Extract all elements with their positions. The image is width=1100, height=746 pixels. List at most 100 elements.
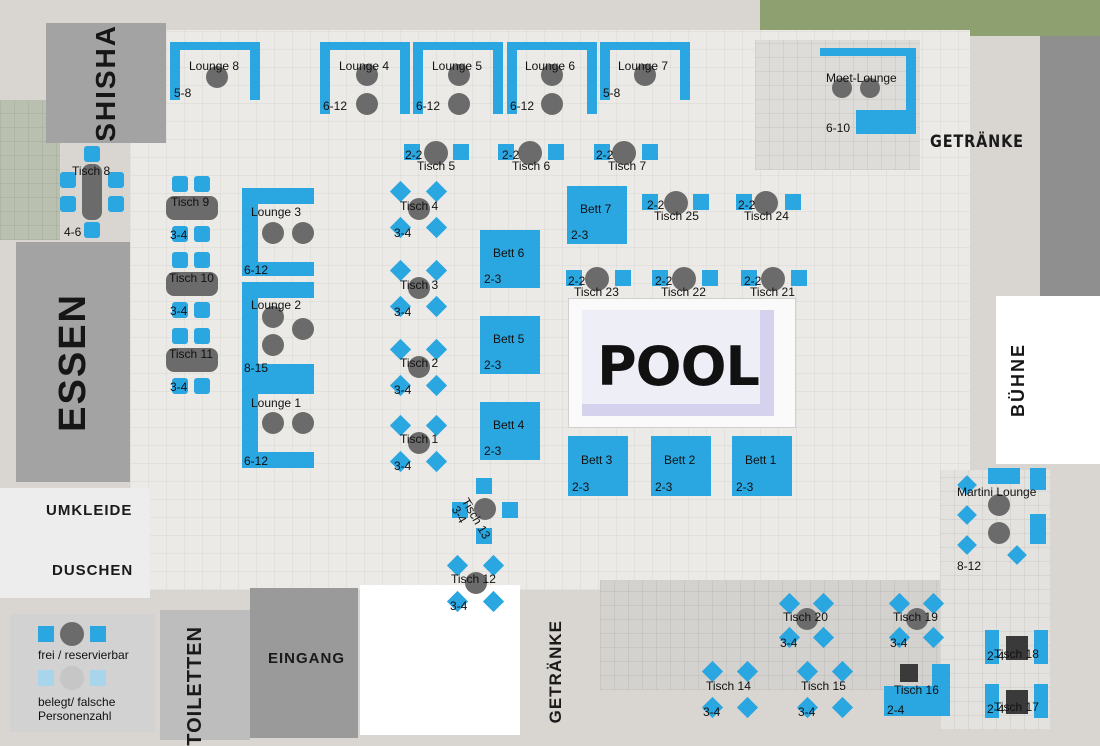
lounge-4-name: Lounge 4	[339, 59, 390, 73]
lounge-3-capacity: 6-12	[244, 263, 269, 277]
tisch-20-capacity: 3-4	[780, 636, 798, 650]
tisch-23-capacity: 2-2	[568, 274, 586, 288]
tisch-20-name: Tisch 20	[783, 610, 828, 624]
martini-lounge-capacity: 8-12	[957, 559, 982, 573]
changing-area	[0, 488, 150, 598]
tisch-22-name: Tisch 22	[661, 285, 706, 299]
lounge-4-capacity: 6-12	[323, 99, 348, 113]
moet-lounge-capacity: 6-10	[826, 121, 851, 135]
bett-3-name: Bett 3	[581, 453, 613, 467]
legend-occupied-chair-2	[90, 670, 106, 686]
pool-water-light	[582, 310, 760, 404]
tisch-25-capacity: 2-2	[647, 198, 665, 212]
tisch-7-capacity: 2-2	[596, 148, 614, 162]
tisch-24-name: Tisch 24	[744, 209, 789, 223]
bett-7-capacity: 2-3	[571, 228, 589, 242]
legend-free-table	[60, 622, 84, 646]
lounge-1-capacity: 6-12	[244, 454, 269, 468]
tisch-18-name: Tisch 18	[994, 647, 1039, 661]
entrance-roof	[250, 588, 358, 738]
tisch-11-name: Tisch 11	[169, 347, 214, 361]
bett-3[interactable]: Bett 3 2-3	[568, 436, 628, 496]
bett-4-name: Bett 4	[493, 418, 525, 432]
legend-occupied-label-2: Personenzahl	[38, 709, 112, 723]
pool-label: POOL	[597, 335, 760, 398]
lounge-2-name: Lounge 2	[251, 298, 302, 312]
lounge-5-name: Lounge 5	[432, 59, 483, 73]
buehne-label: BÜHNE	[1007, 342, 1028, 417]
tisch-7-name: Tisch 7	[608, 159, 647, 173]
tisch-9-name: Tisch 9	[171, 195, 210, 209]
bett-1-name: Bett 1	[745, 453, 777, 467]
tisch-19-capacity: 3-4	[890, 636, 908, 650]
tisch-1-capacity: 3-4	[394, 459, 412, 473]
tisch-24-capacity: 2-2	[738, 198, 756, 212]
bett-7[interactable]: Bett 7 2-3	[567, 186, 627, 244]
legend-occupied-label-1: belegt/ falsche	[38, 695, 116, 709]
legend-free-label: frei / reservierbar	[38, 648, 129, 662]
tisch-15-name: Tisch 15	[801, 679, 846, 693]
tisch-17-name: Tisch 17	[994, 700, 1039, 714]
legend-free-chair	[38, 626, 54, 642]
bett-4[interactable]: Bett 4 2-3	[480, 402, 540, 460]
tisch-9-capacity: 3-4	[170, 228, 188, 242]
bett-7-name: Bett 7	[580, 202, 612, 216]
essen-block: ESSEN	[16, 242, 130, 482]
getraenke-top-label: GETRÄNKE	[930, 132, 1024, 152]
bett-5-capacity: 2-3	[484, 358, 502, 372]
shisha-label: SHISHA	[90, 24, 121, 142]
bett-6[interactable]: Bett 6 2-3	[480, 230, 540, 288]
lounge-6-name: Lounge 6	[525, 59, 576, 73]
tisch-12-name: Tisch 12	[451, 572, 496, 586]
tisch-3-name: Tisch 3	[400, 278, 439, 292]
moet-lounge-name: Moet-Lounge	[826, 71, 897, 85]
tisch-2-capacity: 3-4	[394, 383, 412, 397]
tisch-17-capacity: 2-4	[987, 702, 1005, 716]
lounge-8-capacity: 5-8	[174, 86, 192, 100]
lounge-8-name: Lounge 8	[189, 59, 240, 73]
legend-occupied-chair	[38, 670, 54, 686]
getraenke-bottom-label: GETRÄNKE	[546, 620, 565, 724]
tisch-10-capacity: 3-4	[170, 304, 188, 318]
essen-label: ESSEN	[51, 292, 94, 432]
tisch-8-capacity: 4-6	[64, 225, 82, 239]
tisch-21-name: Tisch 21	[750, 285, 795, 299]
bett-2[interactable]: Bett 2 2-3	[651, 436, 711, 496]
duschen-label: DUSCHEN	[52, 562, 134, 579]
tisch-12-capacity: 3-4	[450, 599, 468, 613]
lounge-7-name: Lounge 7	[618, 59, 669, 73]
tisch-16-capacity: 2-4	[887, 703, 905, 717]
tisch-4-name: Tisch 4	[400, 199, 439, 213]
bett-6-capacity: 2-3	[484, 272, 502, 286]
lounge-5-capacity: 6-12	[416, 99, 441, 113]
shisha-block: SHISHA	[46, 23, 166, 143]
bett-1[interactable]: Bett 1 2-3	[732, 436, 792, 496]
toiletten-label: TOILETTEN	[184, 626, 206, 746]
tisch-25-name: Tisch 25	[654, 209, 699, 223]
legend: frei / reservierbar belegt/ falsche Pers…	[10, 614, 155, 732]
lounge-2-capacity: 8-15	[244, 361, 269, 375]
umkleide-label: UMKLEIDE	[46, 502, 133, 519]
martini-lounge-name: Martini Lounge	[957, 485, 1037, 499]
tisch-3-capacity: 3-4	[394, 305, 412, 319]
legend-free-chair-2	[90, 626, 106, 642]
moet-terrace	[755, 40, 920, 170]
bett-5[interactable]: Bett 5 2-3	[480, 316, 540, 374]
tisch-5-capacity: 2-2	[405, 148, 423, 162]
tisch-11-capacity: 3-4	[170, 380, 188, 394]
tisch-19-name: Tisch 19	[893, 610, 938, 624]
bett-3-capacity: 2-3	[572, 480, 590, 494]
tisch-23-name: Tisch 23	[574, 285, 619, 299]
buehne-block: BÜHNE	[996, 296, 1100, 464]
tisch-16-name: Tisch 16	[894, 683, 939, 697]
eingang-label: EINGANG	[268, 650, 346, 667]
tisch-18-capacity: 2-4	[987, 649, 1005, 663]
lounge-6-capacity: 6-12	[510, 99, 535, 113]
tisch-22-capacity: 2-2	[655, 274, 673, 288]
tisch-6-capacity: 2-2	[502, 148, 520, 162]
tisch-10-name: Tisch 10	[169, 271, 214, 285]
tisch-1-name: Tisch 1	[400, 432, 439, 446]
lounge-7-capacity: 5-8	[603, 86, 621, 100]
bett-4-capacity: 2-3	[484, 444, 502, 458]
